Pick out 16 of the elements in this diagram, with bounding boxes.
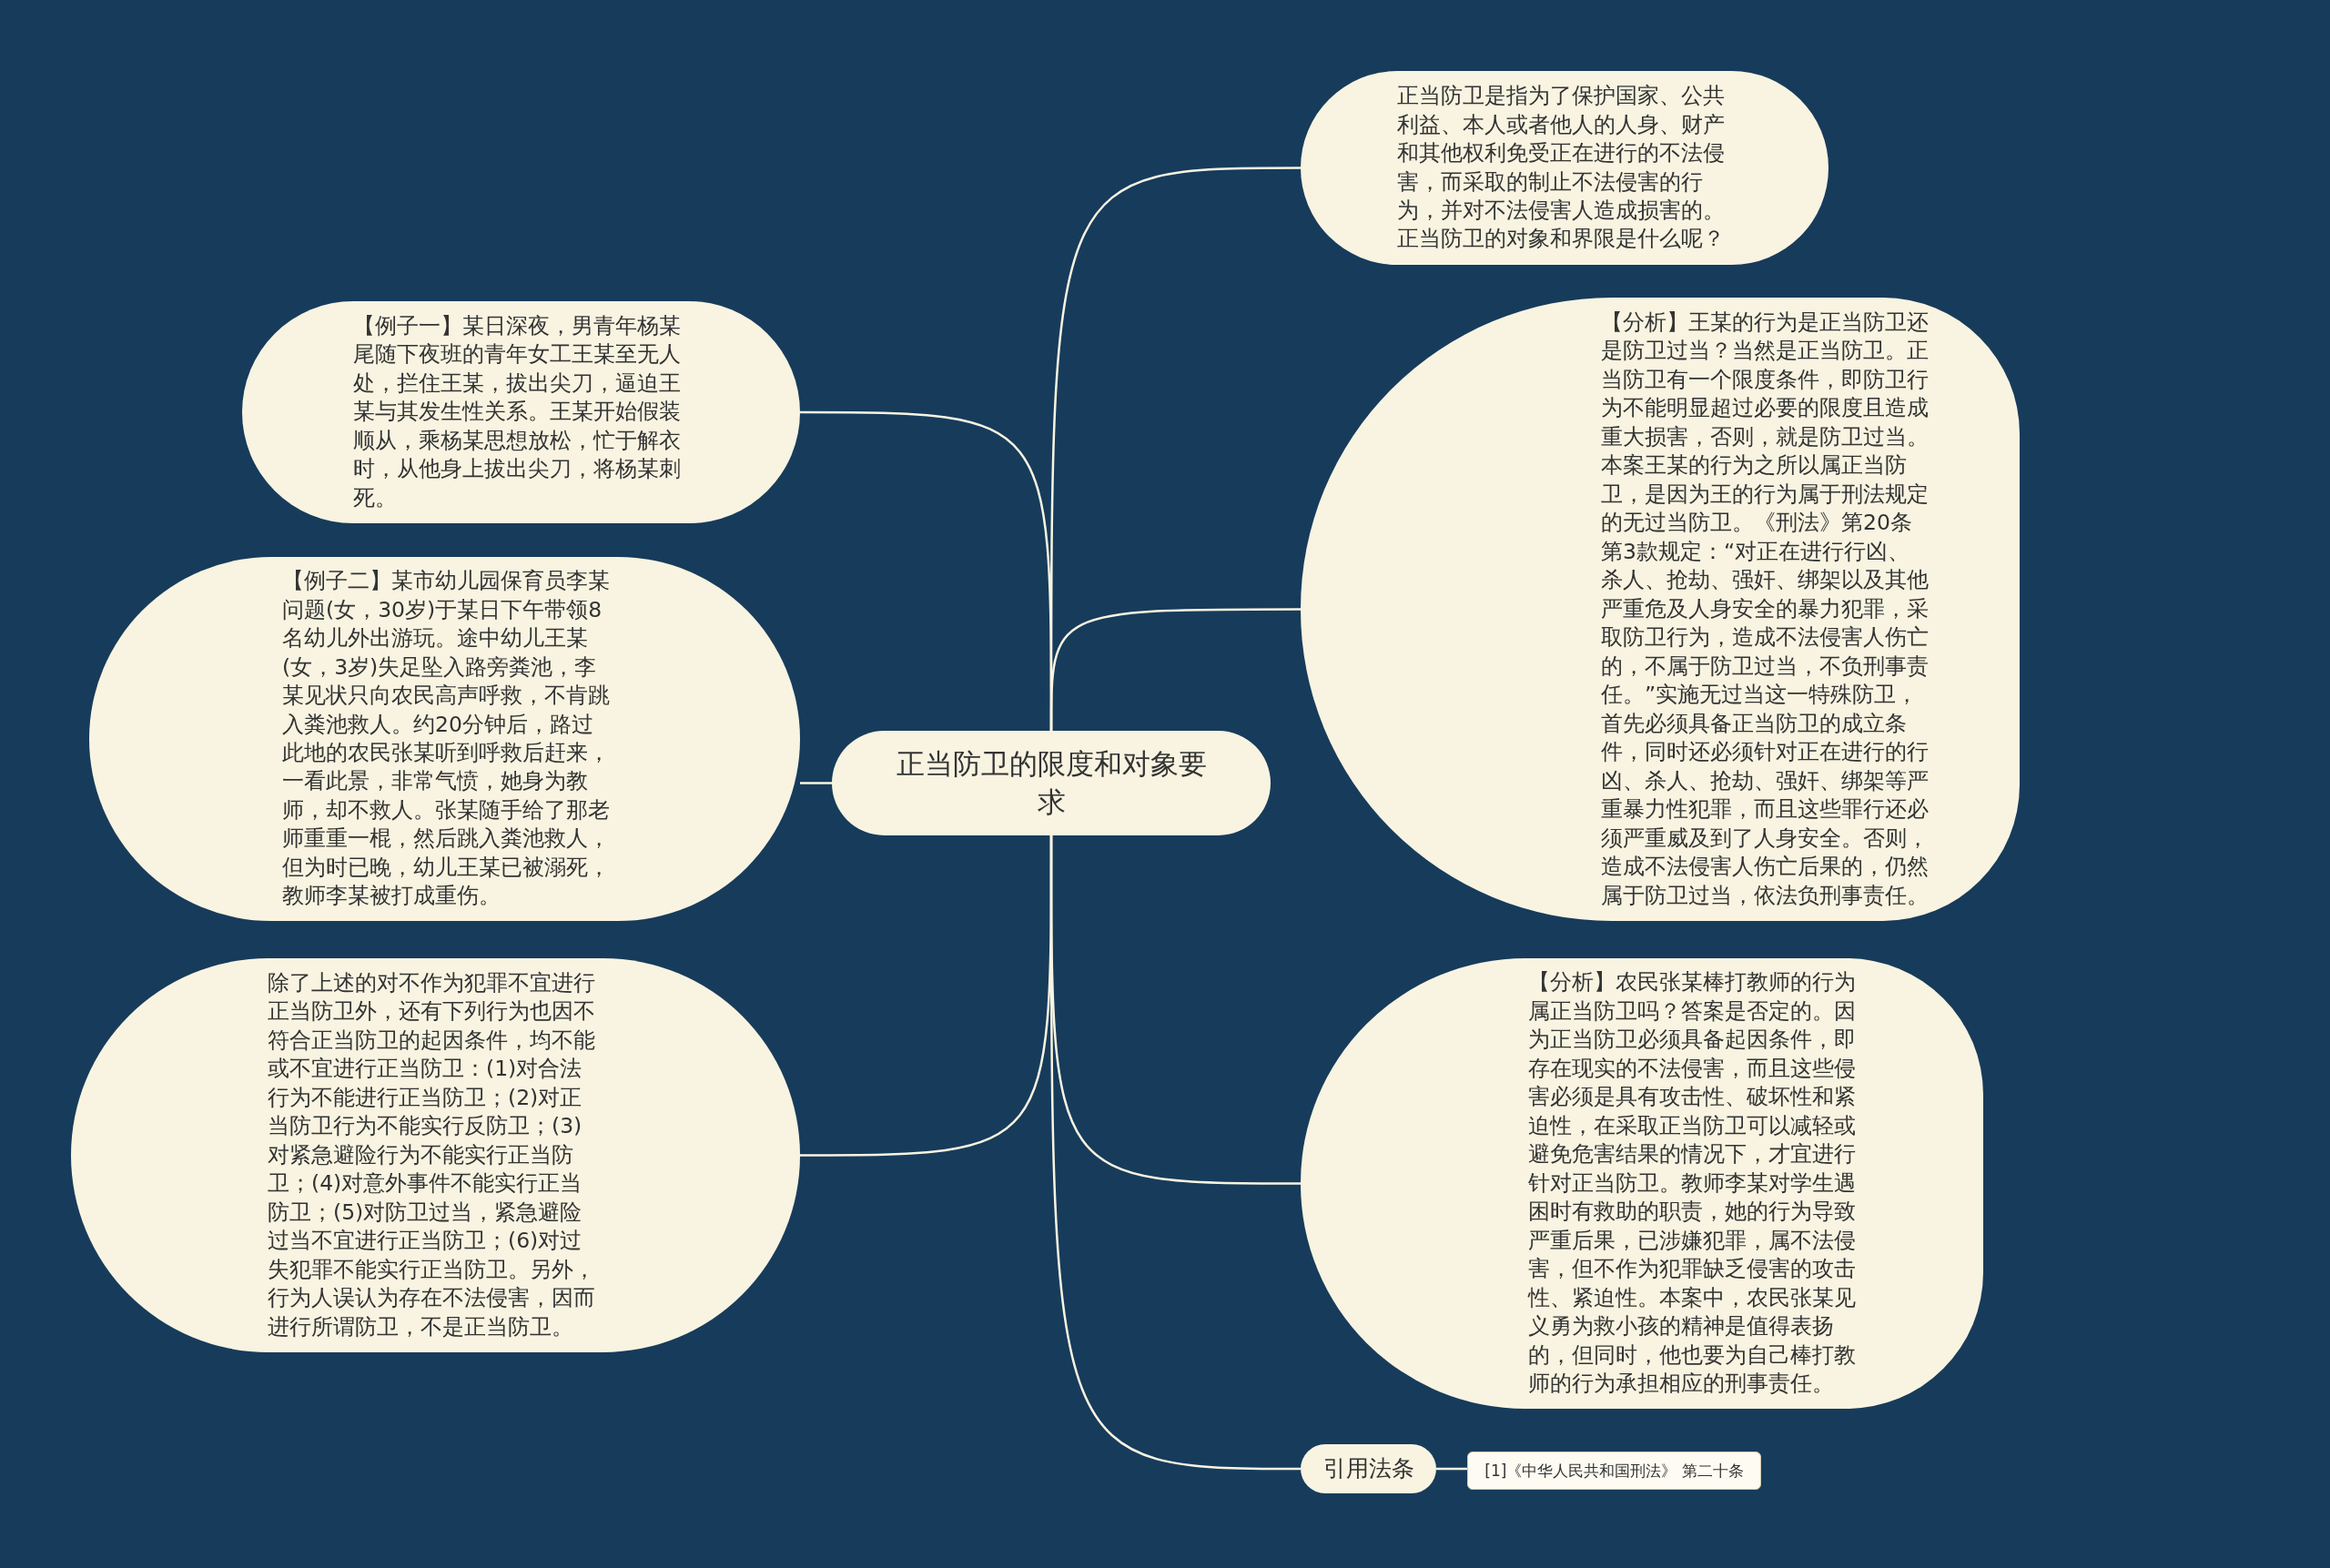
paragraph-text: 正当防卫是指为了保护国家、公共利益、本人或者他人的人身、财产和其他权利免受正在进行的不法侵害，而采取的制止不法侵害的行为，并对不法侵害人造成损害的。正当防卫的对象和界限是什么呢？: [1397, 82, 1726, 254]
reference-box: [1467, 1452, 1761, 1490]
connector-line: [800, 835, 1053, 1157]
text-bubble: [1301, 958, 1983, 1409]
paragraph-text: 【例子一】某日深夜，男青年杨某尾随下夜班的青年女工王某至无人处，拦住王某，拔出尖刀，逼迫王某与其发生性关系。王某开始假装顺从，乘杨某思想放松，忙于解衣时，从他身上拔出尖刀，将杨某刺死。: [353, 311, 682, 512]
connector-line: [1436, 1467, 1467, 1471]
topic-label: 引用法条: [1322, 1454, 1415, 1484]
connector-line: [800, 782, 832, 784]
connector-line: [800, 410, 1053, 731]
topic-label: 正当防卫的限度和对象要求: [895, 745, 1208, 820]
paragraph-text: 【例子二】某市幼儿园保育员李某问题(女，30岁)于某日下午带领8名幼儿外出游玩。途中幼儿王某(女，3岁)失足坠入路旁粪池，李某见状只向农民高声呼救，不肯跳入粪池救人。约20分钟后，路过此地的农民张某听到呼救后赶来，一看此景，非常气愤，她身为教师，却不救人。张某随手给了那老师重重一棍，然后跳入粪池救人，但为时已晚，幼儿王某已被溺死，教师李某被打成重伤。: [282, 567, 611, 911]
topic-node: [1301, 1444, 1436, 1493]
reference-text: [1]《中华人民共和国刑法》 第二十条: [1484, 1460, 1745, 1482]
paragraph-text: 【分析】王某的行为是正当防卫还是防卫过当？当然是正当防卫。正当防卫有一个限度条件，即防卫行为不能明显超过必要的限度且造成重大损害，否则，就是防卫过当。本案王某的行为之所以属正当防卫，是因为王的行为属于刑法规定的无过当防卫。《刑法》第20条第3款规定：“对正在进行行凶、杀人、抢劫、强奸、绑架以及其他严重危及人身安全的暴力犯罪，采取防卫行为，造成不法侵害人伤亡的，不属于防卫过当，不负刑事责任。”实施无过当这一特殊防卫，首先必须具备正当防卫的成立条件，同时还必须针对正在进行的行凶、杀人、抢劫、强奸、绑架等严重暴力性犯罪，而且这些罪行还必须严重威及到了人身安全。否则，造成不法侵害人伤亡后果的，仍然属于防卫过当，依法负刑事责任。: [1601, 308, 1930, 910]
paragraph-text: 【分析】农民张某棒打教师的行为属正当防卫吗？答案是否定的。因为正当防卫必须具备起因条件，即存在现实的不法侵害，而且这些侵害必须是具有攻击性、破坏性和紧迫性，在采取正当防卫可以减轻或避免危害结果的情况下，才宜进行针对正当防卫。教师李某对学生遇困时有救助的职责，她的行为导致严重后果，已涉嫌犯罪，属不法侵害，但不作为犯罪缺乏侵害的攻击性、紧迫性。本案中，农民张某见义勇为救小孩的精神是值得表扬的，但同时，他也要为自己棒打教师的行为承担相应的刑事责任。: [1528, 968, 1857, 1399]
paragraph-text: 除了上述的对不作为犯罪不宜进行正当防卫外，还有下列行为也因不符合正当防卫的起因条件，均不能或不宜进行正当防卫：(1)对合法行为不能进行正当防卫；(2)对正当防卫行为不能实行反防卫；(3)对紧急避险行为不能实行正当防卫；(4)对意外事件不能实行正当防卫；(5)对防卫过当，紧急避险过当不宜进行正当防卫；(6)对过失犯罪不能实行正当防卫。另外，行为人误认为存在不法侵害，因而进行所谓防卫，不是正当防卫。: [268, 968, 596, 1341]
